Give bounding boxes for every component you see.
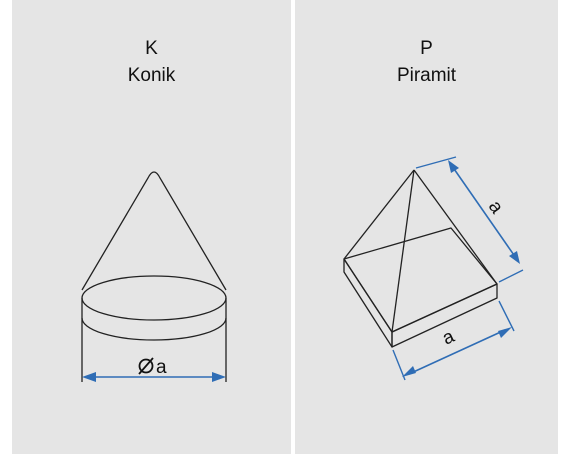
cone-drawing: a	[81, 171, 227, 382]
cone-slant-lines	[81, 171, 227, 291]
cone-shape	[81, 171, 227, 382]
pyramid-base-label: a	[439, 326, 458, 350]
cone-base-rim	[81, 298, 227, 341]
konik-code: K	[145, 38, 158, 59]
pyramid-extension-lines	[392, 156, 524, 381]
diameter-icon	[138, 357, 154, 375]
piramit-code: P	[420, 38, 433, 59]
pyramid-slab-front-right	[391, 283, 498, 348]
pyramid-slab-top	[343, 227, 498, 333]
pyramid-base-arrow-right	[498, 327, 512, 338]
pyramid-side-arrow-bottom	[509, 251, 520, 264]
pyramid-side-dimension	[448, 160, 520, 264]
pyramid-base-dimension	[402, 327, 512, 377]
piramit-name: Piramit	[396, 65, 457, 86]
pyramid-base-arrow-left	[402, 366, 416, 377]
pyramid-side-dimension-line	[451, 165, 517, 259]
piramit-panel: P Piramit a a	[295, 0, 558, 454]
pyramid-edge-right	[413, 169, 498, 285]
cone-dimension	[82, 372, 226, 382]
pyramid-edge-left	[343, 169, 415, 260]
pyramid-base-dimension-line	[408, 329, 506, 375]
pyramid-slab-front-left	[343, 258, 393, 348]
pyramid-edge-front	[391, 169, 415, 333]
konik-panel: K Konik a	[12, 0, 291, 454]
pyramid-side-arrow-top	[448, 160, 459, 173]
cone-arrow-right	[212, 372, 226, 382]
pyramid-drawing: a a	[343, 156, 524, 381]
cone-base-top-ellipse	[81, 275, 227, 321]
konik-name: Konik	[127, 65, 176, 86]
cone-dimension-label: a	[156, 357, 167, 378]
pyramid-shape	[343, 169, 498, 348]
pyramid-side-label: a	[484, 197, 508, 218]
cone-arrow-left	[82, 372, 96, 382]
